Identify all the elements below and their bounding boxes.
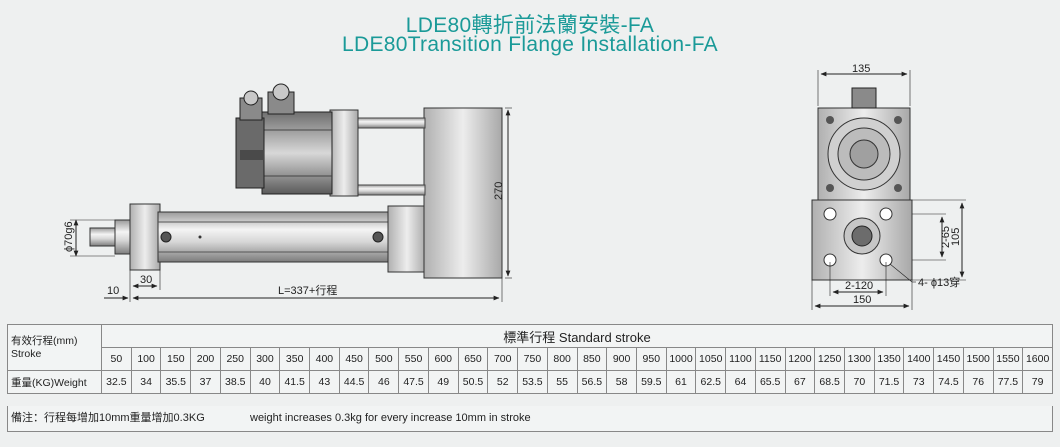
stroke-cell: 700 <box>487 347 519 371</box>
stroke-cell: 1150 <box>754 347 786 371</box>
stroke-cell: 1200 <box>784 347 816 371</box>
weight-cell: 56.5 <box>576 370 608 394</box>
stroke-cell: 400 <box>309 347 340 371</box>
height-label: 270 <box>493 182 505 200</box>
weight-cell: 53.5 <box>517 370 548 394</box>
weight-cell: 71.5 <box>873 370 905 394</box>
stroke-cell: 1000 <box>665 347 697 371</box>
weight-cell: 58 <box>606 370 637 394</box>
stroke-cell: 550 <box>398 347 429 371</box>
weight-cell: 49 <box>427 370 459 394</box>
weight-cell: 65.5 <box>754 370 786 394</box>
weight-cell: 43 <box>309 370 340 394</box>
stroke-cell: 600 <box>427 347 459 371</box>
weight-cell: 44.5 <box>338 370 370 394</box>
stroke-label-cell: 有效行程(mm) Stroke <box>7 324 102 371</box>
weight-cell: 38.5 <box>219 370 251 394</box>
length-label: L=337+行程 <box>278 284 337 297</box>
weight-cell: 35.5 <box>160 370 192 394</box>
stroke-cell: 950 <box>635 347 667 371</box>
weight-cell: 52 <box>487 370 519 394</box>
note-zh: 備注：行程每增加10mm重量增加0.3KG <box>11 412 205 424</box>
stroke-cell: 1100 <box>725 347 756 371</box>
end-view-dimensions: 135 2-65 105 2-120 150 4- ϕ13穿 <box>811 63 966 310</box>
bottom-outer-label: 150 <box>853 294 871 306</box>
stroke-label-zh: 有效行程(mm) <box>11 334 78 347</box>
weight-cell: 61 <box>665 370 697 394</box>
weight-cell: 40 <box>249 370 281 394</box>
flange-thickness-label: 30 <box>140 274 152 286</box>
stroke-cell: 800 <box>546 347 578 371</box>
weight-cell: 34 <box>130 370 162 394</box>
stroke-cell: 350 <box>279 347 311 371</box>
side-inner-label: 2-65 <box>940 226 952 248</box>
weight-cell: 50.5 <box>457 370 489 394</box>
weight-cell: 64 <box>725 370 756 394</box>
weight-cell: 68.5 <box>814 370 845 394</box>
stroke-cell: 1250 <box>814 347 845 371</box>
stroke-cell: 1600 <box>1022 347 1053 371</box>
stroke-cell: 1050 <box>695 347 727 371</box>
weight-cell: 76 <box>962 370 994 394</box>
note-en: weight increases 0.3kg for every increas… <box>250 412 531 424</box>
title-chinese: LDE80轉折前法蘭安裝-FA <box>405 14 655 37</box>
stroke-cell: 1550 <box>992 347 1024 371</box>
shaft-diameter-label: ϕ70g6 <box>63 221 75 252</box>
stroke-cell: 150 <box>160 347 192 371</box>
weight-cell: 73 <box>903 370 935 394</box>
stroke-cell: 1300 <box>843 347 875 371</box>
holes-label: 4- ϕ13穿 <box>918 275 960 289</box>
stroke-cell: 200 <box>190 347 221 371</box>
weight-cell: 37 <box>190 370 221 394</box>
title-english: LDE80Transition Flange Installation-FA <box>342 33 718 56</box>
top-width-label: 135 <box>852 63 870 75</box>
stroke-label-en: Stroke <box>11 347 42 360</box>
stroke-cell: 1350 <box>873 347 905 371</box>
weight-cell: 70 <box>843 370 875 394</box>
stroke-cell: 850 <box>576 347 608 371</box>
standard-stroke-header: 標準行程 Standard stroke <box>101 324 1053 348</box>
weight-cell: 79 <box>1022 370 1053 394</box>
weight-cell: 74.5 <box>933 370 964 394</box>
weight-label: 重量(KG)Weight <box>7 370 102 394</box>
stroke-cell: 900 <box>606 347 637 371</box>
stroke-cell: 250 <box>219 347 251 371</box>
weight-cell: 77.5 <box>992 370 1024 394</box>
side-outer-label: 105 <box>950 228 962 246</box>
side-view-dimensions: ϕ70g6 270 30 10 L=337+行程 <box>63 107 512 302</box>
stroke-cell: 100 <box>130 347 162 371</box>
left-offset-label: 10 <box>107 285 119 297</box>
weight-cell: 41.5 <box>279 370 311 394</box>
weight-cell: 55 <box>546 370 578 394</box>
stroke-cell: 1500 <box>962 347 994 371</box>
stroke-cell: 50 <box>101 347 132 371</box>
weight-cell: 62.5 <box>695 370 727 394</box>
weight-cell: 46 <box>368 370 400 394</box>
stroke-cell: 750 <box>517 347 548 371</box>
end-view <box>811 87 913 281</box>
note-row: 備注：行程每增加10mm重量增加0.3KG weight increases 0… <box>7 406 1053 432</box>
technical-drawing: ϕ70g6 270 30 10 L=337+行程 <box>63 63 966 310</box>
stroke-cell: 500 <box>368 347 400 371</box>
side-view <box>89 83 503 279</box>
weight-cell: 32.5 <box>101 370 132 394</box>
bottom-inner-label: 2-120 <box>845 280 873 292</box>
stroke-cell: 450 <box>338 347 370 371</box>
stroke-cell: 1400 <box>903 347 935 371</box>
weight-cell: 59.5 <box>635 370 667 394</box>
weight-cell: 67 <box>784 370 816 394</box>
stroke-cell: 1450 <box>933 347 964 371</box>
stroke-cell: 650 <box>457 347 489 371</box>
stroke-cell: 300 <box>249 347 281 371</box>
weight-cell: 47.5 <box>398 370 429 394</box>
